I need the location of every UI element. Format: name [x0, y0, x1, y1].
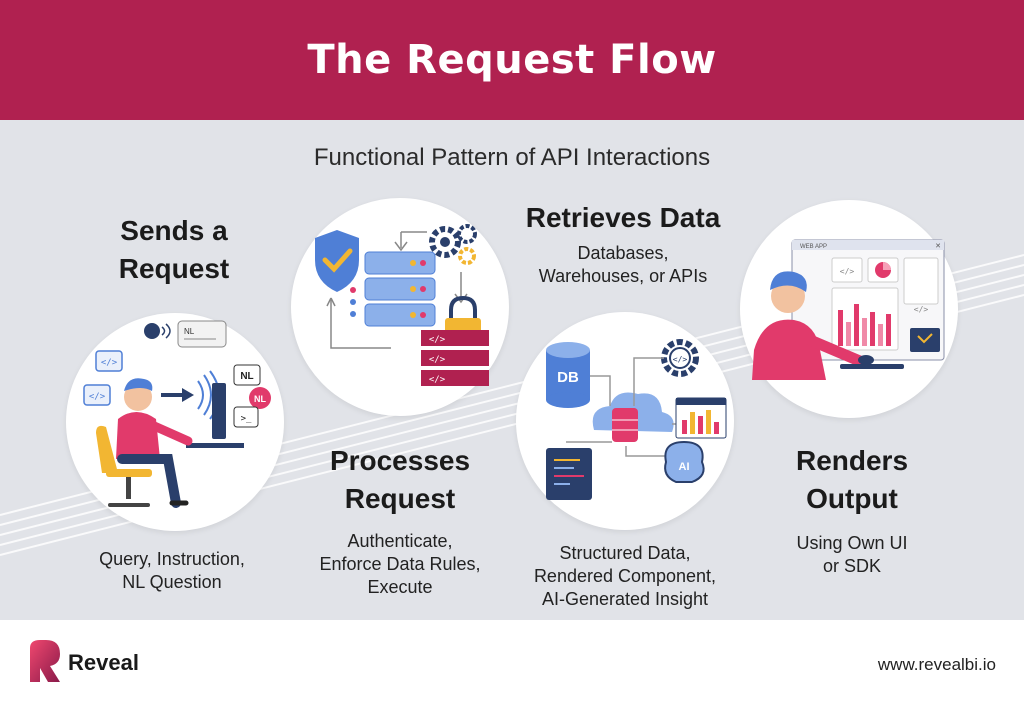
svg-text:</>: </>: [914, 305, 929, 314]
step-3-sub-line1: Databases,: [577, 243, 669, 263]
lock-icon: [449, 295, 477, 320]
step-3-desc-line3: AI-Generated Insight: [541, 589, 709, 609]
step-3-desc-line2: Rendered Component,: [533, 566, 717, 586]
svg-text:✕: ✕: [935, 243, 941, 250]
svg-text:</>: </>: [840, 267, 855, 276]
step-1-desc-line1: Query, Instruction,: [99, 549, 245, 569]
step-4-description: Using Own UI or SDK: [762, 532, 942, 578]
svg-text:</>: </>: [89, 392, 106, 402]
step-2-title: Processes Request: [300, 442, 500, 518]
step-4-desc-line1: Using Own UI: [796, 533, 908, 553]
nl-speech-bubble-icon: [177, 320, 227, 348]
step-2-desc-line2: Enforce Data Rules,: [319, 554, 481, 574]
svg-text:AI: AI: [679, 461, 690, 473]
svg-text:WEB APP: WEB APP: [800, 244, 827, 250]
svg-text:>_: >_: [241, 414, 252, 424]
svg-text:</>: </>: [429, 375, 446, 385]
speaking-head-icon: [144, 323, 160, 339]
chair-icon: [96, 425, 118, 473]
server-stack-icon: [364, 251, 436, 327]
page-title: The Request Flow: [307, 37, 717, 83]
reveal-logo-icon: [30, 640, 60, 682]
footer: Reveal www.revealbi.io: [0, 620, 1024, 703]
code-card-icon: [95, 350, 123, 372]
step-1-description: Query, Instruction, NL Question: [72, 548, 272, 594]
step-3-sources: Databases, Warehouses, or APIs: [508, 242, 738, 288]
subtitle: Functional Pattern of API Interactions: [313, 144, 711, 171]
step-1-title-line2: Request: [118, 253, 230, 284]
svg-text:</>: </>: [429, 335, 446, 345]
ai-brain-icon: [664, 440, 705, 483]
step-4-title: Renders Output: [762, 442, 942, 518]
code-document-icon: [546, 448, 592, 500]
svg-text:NL: NL: [240, 371, 253, 382]
header-banner: The Request Flow: [0, 0, 1024, 120]
user-icon: [771, 279, 805, 313]
step-2-title-line2: Request: [344, 483, 456, 514]
shield-icon: [315, 230, 359, 292]
step-2-desc-line3: Execute: [367, 577, 433, 597]
step-2-desc-line1: Authenticate,: [347, 531, 453, 551]
step-1-desc-line2: NL Question: [122, 572, 222, 592]
brand-name: Reveal: [68, 650, 139, 675]
svg-text:</>: </>: [429, 355, 446, 365]
step-3-sub-line2: Warehouses, or APIs: [538, 266, 708, 286]
flow-diagram: Functional Pattern of API Interactions <…: [0, 120, 1024, 620]
website-link[interactable]: www.revealbi.io: [877, 655, 996, 674]
retrieve-data-illustration: DB </>: [516, 312, 734, 530]
step-3-desc-line1: Structured Data,: [559, 543, 691, 563]
svg-text:</>: </>: [101, 358, 118, 368]
svg-text:NL: NL: [254, 394, 266, 404]
person-icon: [124, 383, 152, 411]
step-1-title-line1: Sends a: [120, 215, 228, 246]
step-4-title-line2: Output: [806, 483, 898, 514]
gear-icon: [429, 226, 461, 258]
step-1-title: Sends a Request: [96, 212, 252, 288]
send-request-illustration: </> </> NL NL NL >_: [66, 313, 284, 531]
step-2-title-line1: Processes: [329, 445, 471, 476]
render-output-illustration: WEB APP ✕ </> </>: [740, 200, 958, 418]
database-icon: DB: [546, 342, 590, 408]
monitor-icon: [212, 383, 226, 439]
step-2-description: Authenticate, Enforce Data Rules, Execut…: [300, 530, 500, 599]
svg-text:NL: NL: [184, 327, 195, 336]
process-request-illustration: </> </> </>: [291, 198, 509, 416]
step-3-title: Retrieves Data: [525, 202, 721, 233]
step-4-desc-line2: or SDK: [822, 556, 882, 576]
svg-text:</>: </>: [673, 355, 688, 364]
step-3-description: Structured Data, Rendered Component, AI-…: [512, 542, 738, 611]
svg-text:DB: DB: [557, 369, 579, 386]
step-4-title-line1: Renders: [795, 445, 909, 476]
